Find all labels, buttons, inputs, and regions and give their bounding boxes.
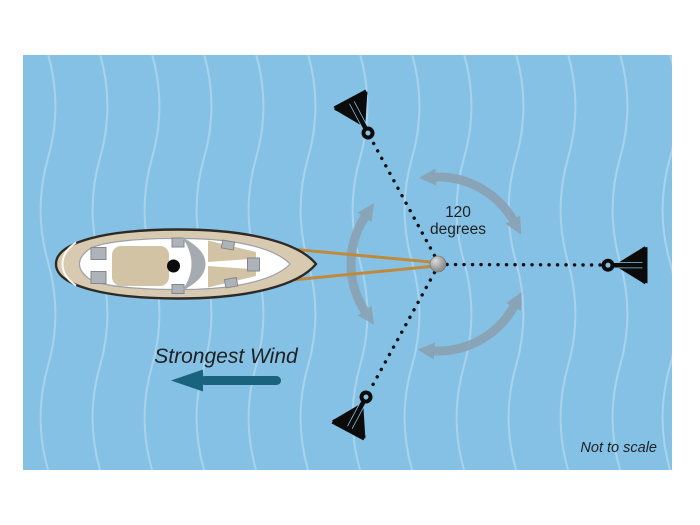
stern-hatch	[90, 271, 107, 284]
swing-arrow-lower-right-icon	[417, 292, 522, 360]
anchor-rode-right	[445, 262, 603, 267]
cabin-top-starboard	[208, 266, 256, 288]
stern-hatch	[90, 247, 107, 260]
wind-direction-arrow-icon	[171, 369, 281, 392]
swing-arrow-left-icon	[346, 203, 374, 325]
cabin-top-port	[208, 240, 256, 262]
swing-arrow-upper-right-icon	[418, 168, 522, 235]
anchor-rode-bottom	[368, 270, 437, 392]
swivel-point	[429, 255, 447, 273]
angle-label-value: 120	[445, 204, 471, 221]
angle-label-unit: degrees	[430, 221, 486, 238]
cockpit-well	[112, 246, 169, 286]
scale-note: Not to scale	[580, 440, 657, 456]
deck-hatch	[220, 239, 236, 251]
wind-label: Strongest Wind	[154, 345, 299, 368]
dodger-windshield	[182, 237, 206, 291]
bridle-line-port	[288, 247, 438, 264]
winch	[171, 237, 185, 248]
deck-hatch	[223, 276, 239, 289]
sailboat-top-view	[54, 228, 318, 300]
anchor-rode-top	[369, 137, 437, 258]
winch	[171, 284, 185, 294]
helm-wheel	[167, 259, 180, 273]
transom-line	[61, 241, 77, 287]
bridle-line-starboard	[290, 264, 438, 282]
foredeck-hatch	[247, 257, 260, 272]
